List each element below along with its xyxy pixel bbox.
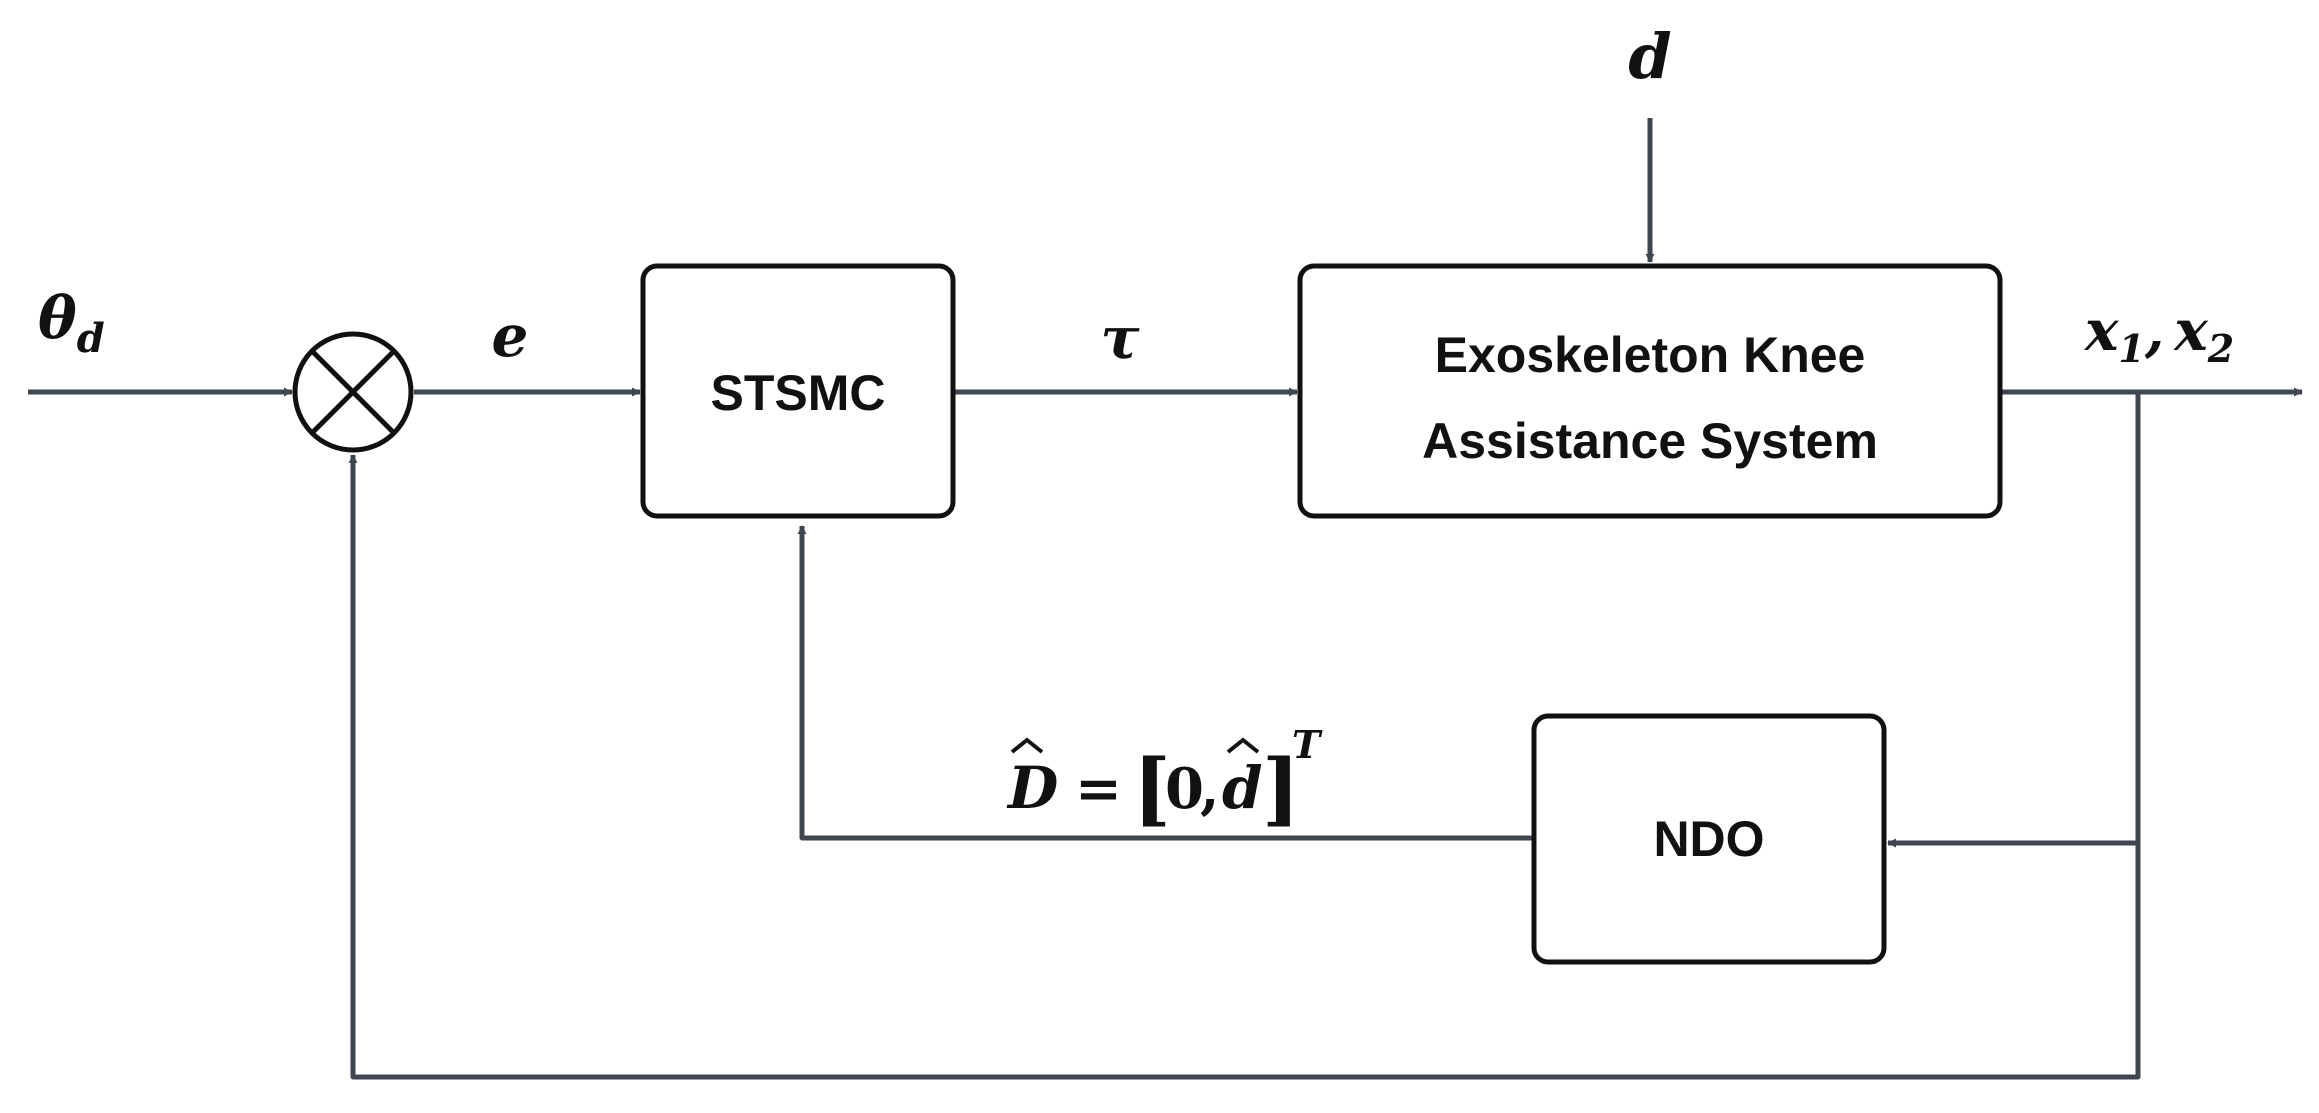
output-sep: ,: [2144, 298, 2165, 364]
disturbance-label: d: [1628, 20, 1671, 93]
output-x1: x: [2084, 298, 2119, 364]
error-label: e: [492, 302, 529, 370]
estimate-lhs-hat: [1010, 737, 1044, 754]
estimate-dhat-hat: [1226, 737, 1260, 754]
reference-symbol: θ: [38, 284, 77, 352]
estimate-lhs: D: [1006, 754, 1058, 822]
estimate-label: D = [ 0 , d ] T: [1006, 722, 1323, 835]
wire-estimate: [797, 525, 1532, 841]
torque-label: τ: [1100, 304, 1140, 372]
observer-block: NDO: [1531, 713, 1887, 965]
estimate-transpose: T: [1292, 722, 1323, 767]
output-label: x1,x2: [2084, 298, 2234, 371]
plant-block: Exoskeleton Knee Assistance System: [1297, 263, 2003, 519]
summing-junction: [292, 331, 414, 453]
estimate-close-bracket: ]: [1262, 741, 1300, 835]
estimate-eq: =: [1075, 756, 1122, 822]
wire-output-feedback: [348, 454, 2141, 1080]
observer-label: NDO: [1653, 811, 1764, 867]
output-sub1: 1: [2118, 326, 2144, 371]
output-x2: x: [2173, 298, 2208, 364]
estimate-zero: 0: [1165, 756, 1204, 822]
controller-block: STSMC: [640, 263, 956, 519]
output-sub2: 2: [2207, 326, 2234, 371]
reference-subscript: d: [77, 315, 105, 362]
reference-label: θd: [38, 284, 105, 362]
controller-label: STSMC: [711, 365, 886, 421]
plant-label-line2: Assistance System: [1422, 413, 1878, 469]
estimate-open-bracket: [: [1133, 741, 1171, 835]
estimate-comma: ,: [1200, 756, 1220, 822]
estimate-dhat: d: [1222, 754, 1263, 822]
plant-label-line1: Exoskeleton Knee: [1435, 327, 1866, 383]
